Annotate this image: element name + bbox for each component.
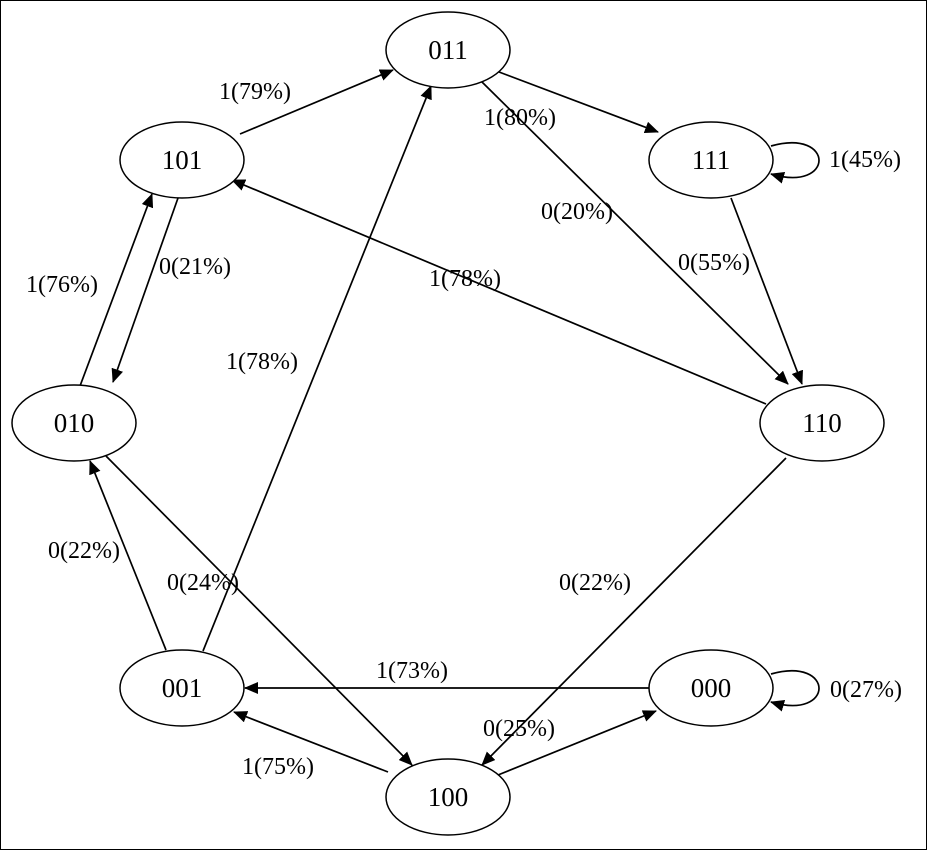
edges-layer xyxy=(79,69,820,776)
state-node-110: 110 xyxy=(759,384,885,462)
edge-label-001-to-010: 0(22%) xyxy=(48,538,120,564)
edge-label-111-to-111: 1(45%) xyxy=(829,147,901,173)
state-node-100: 100 xyxy=(385,758,511,836)
edge-arrow-000-to-000 xyxy=(770,669,820,712)
edge-label-110-to-100: 0(22%) xyxy=(559,570,631,596)
state-node-000: 000 xyxy=(648,649,774,727)
edge-label-101-to-011: 1(79%) xyxy=(219,79,291,105)
edge-arrow-011-to-111 xyxy=(498,71,659,134)
state-node-ellipse xyxy=(648,121,774,199)
state-node-ellipse xyxy=(648,649,774,727)
edge-arrow-110-to-101 xyxy=(231,179,767,405)
state-node-label: 011 xyxy=(428,35,468,65)
state-node-label: 110 xyxy=(802,408,842,438)
edge-arrow-010-to-101 xyxy=(79,193,154,387)
edge-arrow-111-to-111 xyxy=(770,141,820,184)
state-node-ellipse xyxy=(119,121,245,199)
edge-labels-layer: 1(79%) 1(80%) 1(45%) 0(20%) 0(55%) 1(78%) 0(21… xyxy=(26,79,902,780)
state-node-label: 101 xyxy=(162,145,203,175)
state-node-label: 001 xyxy=(162,673,203,703)
edge-arrow-100-to-001 xyxy=(233,711,389,773)
state-node-label: 111 xyxy=(692,145,731,175)
edge-arrow-011-to-110 xyxy=(481,81,789,385)
state-node-001: 001 xyxy=(119,649,245,727)
state-node-111: 111 xyxy=(648,121,774,199)
state-node-ellipse xyxy=(119,649,245,727)
state-node-label: 000 xyxy=(691,673,732,703)
edge-label-010-to-101: 1(76%) xyxy=(26,272,98,298)
edge-arrow-101-to-010 xyxy=(111,197,179,383)
edge-arrow-001-to-011 xyxy=(202,85,432,652)
edge-label-001-to-011: 1(78%) xyxy=(226,349,298,375)
state-node-010: 010 xyxy=(11,384,137,462)
edge-label-100-to-000: 0(25%) xyxy=(483,716,555,742)
nodes-layer: 011 101 111 010 110 001 000 100 xyxy=(11,11,885,836)
edge-label-011-to-111: 1(80%) xyxy=(484,105,556,131)
state-node-label: 010 xyxy=(54,408,95,438)
edge-arrow-101-to-011 xyxy=(239,69,394,135)
edge-label-101-to-010: 0(21%) xyxy=(159,254,231,280)
edge-arrow-110-to-100 xyxy=(481,457,787,766)
state-node-ellipse xyxy=(11,384,137,462)
edge-arrow-001-to-010 xyxy=(89,460,167,651)
edge-arrow-010-to-100 xyxy=(105,455,413,766)
state-node-ellipse xyxy=(759,384,885,462)
edge-label-111-to-110: 0(55%) xyxy=(678,250,750,276)
edge-label-100-to-001: 1(75%) xyxy=(242,754,314,780)
edge-arrow-111-to-110 xyxy=(730,197,803,385)
edge-label-010-to-100: 0(24%) xyxy=(167,570,239,596)
edge-arrow-100-to-000 xyxy=(497,710,657,776)
state-node-011: 011 xyxy=(385,11,511,89)
edge-label-000-to-001: 1(73%) xyxy=(376,658,448,684)
state-node-label: 100 xyxy=(428,782,469,812)
edge-label-110-to-101: 1(78%) xyxy=(429,266,501,292)
edge-label-011-to-110: 0(20%) xyxy=(541,199,613,225)
state-node-ellipse xyxy=(385,11,511,89)
state-node-ellipse xyxy=(385,758,511,836)
edge-label-000-to-000: 0(27%) xyxy=(830,677,902,703)
state-node-101: 101 xyxy=(119,121,245,199)
